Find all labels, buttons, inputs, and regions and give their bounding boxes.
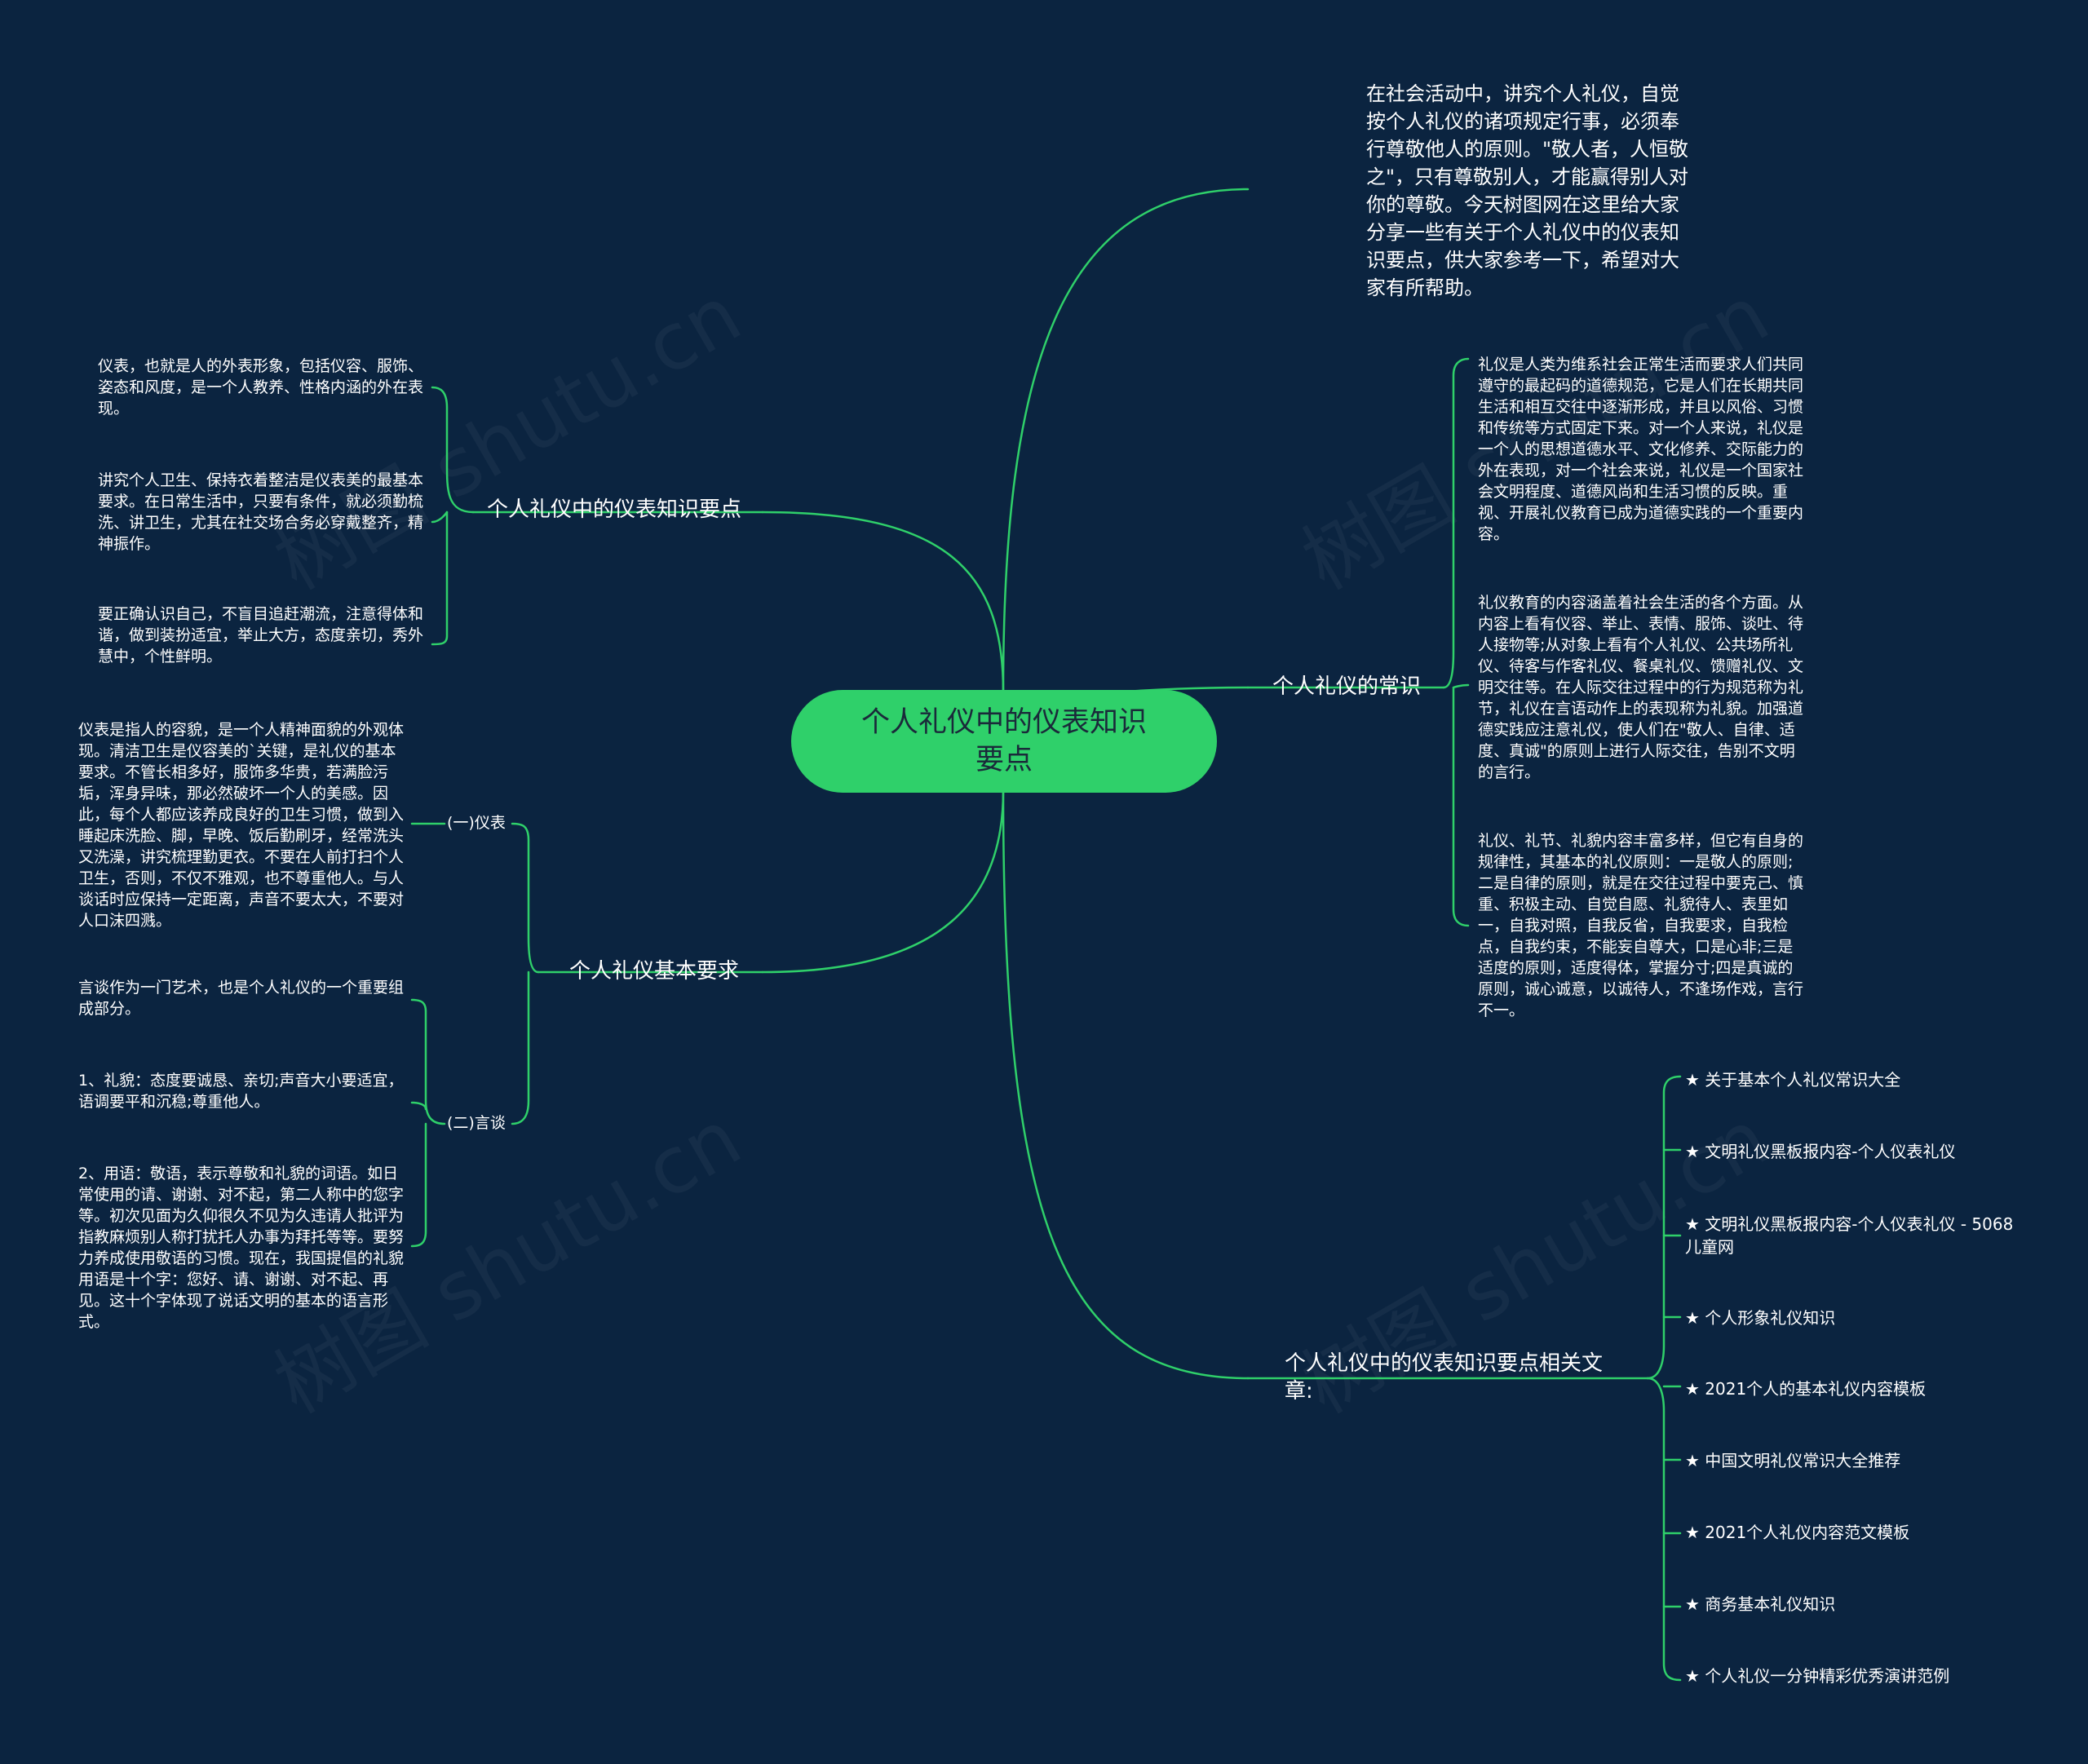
related-link-2[interactable]: ★ 文明礼仪黑板报内容-个人仪表礼仪 (1685, 1142, 1956, 1161)
common-item-1: 礼仪是人类为维系社会正常生活而要求人们共同遵守的最起码的道德规范，它是人们在长期… (1478, 356, 1804, 543)
appearance-item-1: 仪表，也就是人的外表形象，包括仪容、服饰、姿态和风度，是一个人教养、性格内涵的外… (98, 357, 424, 418)
related-link-8[interactable]: ★ 商务基本礼仪知识 (1685, 1594, 1836, 1614)
root-title: 个人礼仪中的仪表知识要点 (860, 706, 1147, 776)
appearance-item-3: 要正确认识自己，不盲目追赶潮流，注意得体和谐，做到装扮适宜，举止大方，态度亲切，… (98, 605, 424, 665)
branch-basic[interactable]: 个人礼仪基本要求 (569, 959, 740, 984)
related-link-1[interactable]: ★ 关于基本个人礼仪常识大全 (1685, 1070, 1901, 1090)
related-link-6[interactable]: ★ 中国文明礼仪常识大全推荐 (1685, 1451, 1901, 1470)
yantan-item-3: 2、用语：敬语，表示尊敬和礼貌的词语。如日常使用的请、谢谢、对不起，第二人称中的… (78, 1165, 405, 1331)
appearance-item-2: 讲究个人卫生、保持衣着整洁是仪表美的最基本要求。在日常生活中，只要有条件，就必须… (98, 471, 424, 553)
connector-appearance (761, 511, 1005, 693)
related-link-7[interactable]: ★ 2021个人礼仪内容范文模板 (1685, 1523, 1910, 1542)
branch-appearance[interactable]: 个人礼仪中的仪表知识要点 (487, 497, 742, 522)
common-item-3: 礼仪、礼节、礼貌内容丰富多样，但它有自身的规律性，其基本的礼仪原则：一是敬人的原… (1478, 832, 1804, 1019)
yibiao-text: 仪表是指人的容貌，是一个人精神面貌的外观体现。清洁卫生是仪容美的`关键，是礼仪的… (78, 721, 405, 930)
root-node[interactable]: 个人礼仪中的仪表知识要点 (791, 690, 1217, 793)
connector-related (1002, 789, 1250, 1380)
sub-yibiao[interactable]: (一)仪表 (447, 814, 506, 832)
connector-basic (761, 789, 1005, 974)
related-link-4[interactable]: ★ 个人形象礼仪知识 (1685, 1308, 1836, 1328)
related-link-3[interactable]: ★ 文明礼仪黑板报内容-个人仪表礼仪 - 5068儿童网 (1685, 1214, 2014, 1257)
sub-yantan[interactable]: (二)言谈 (447, 1114, 506, 1132)
intro-text: 在社会活动中，讲究个人礼仪，自觉按个人礼仪的诸项规定行事，必须奉行尊敬他人的原则… (1366, 82, 1689, 299)
related-link-5[interactable]: ★ 2021个人的基本礼仪内容模板 (1685, 1379, 1927, 1399)
branch-common[interactable]: 个人礼仪的常识 (1272, 674, 1422, 699)
common-item-2: 礼仪教育的内容涵盖着社会生活的各个方面。从内容上看有仪容、举止、表情、服饰、谈吐… (1478, 594, 1804, 781)
branch-related[interactable]: 个人礼仪中的仪表知识要点相关文章: (1285, 1351, 1604, 1404)
yantan-item-2: 1、礼貌：态度要诚恳、亲切;声音大小要适宜，语调要平和沉稳;尊重他人。 (78, 1072, 404, 1111)
related-link-9[interactable]: ★ 个人礼仪一分钟精彩优秀演讲范例 (1685, 1666, 1950, 1686)
yantan-item-1: 言谈作为一门艺术，也是个人礼仪的一个重要组成部分。 (78, 979, 405, 1018)
connector-intro (1002, 188, 1250, 693)
